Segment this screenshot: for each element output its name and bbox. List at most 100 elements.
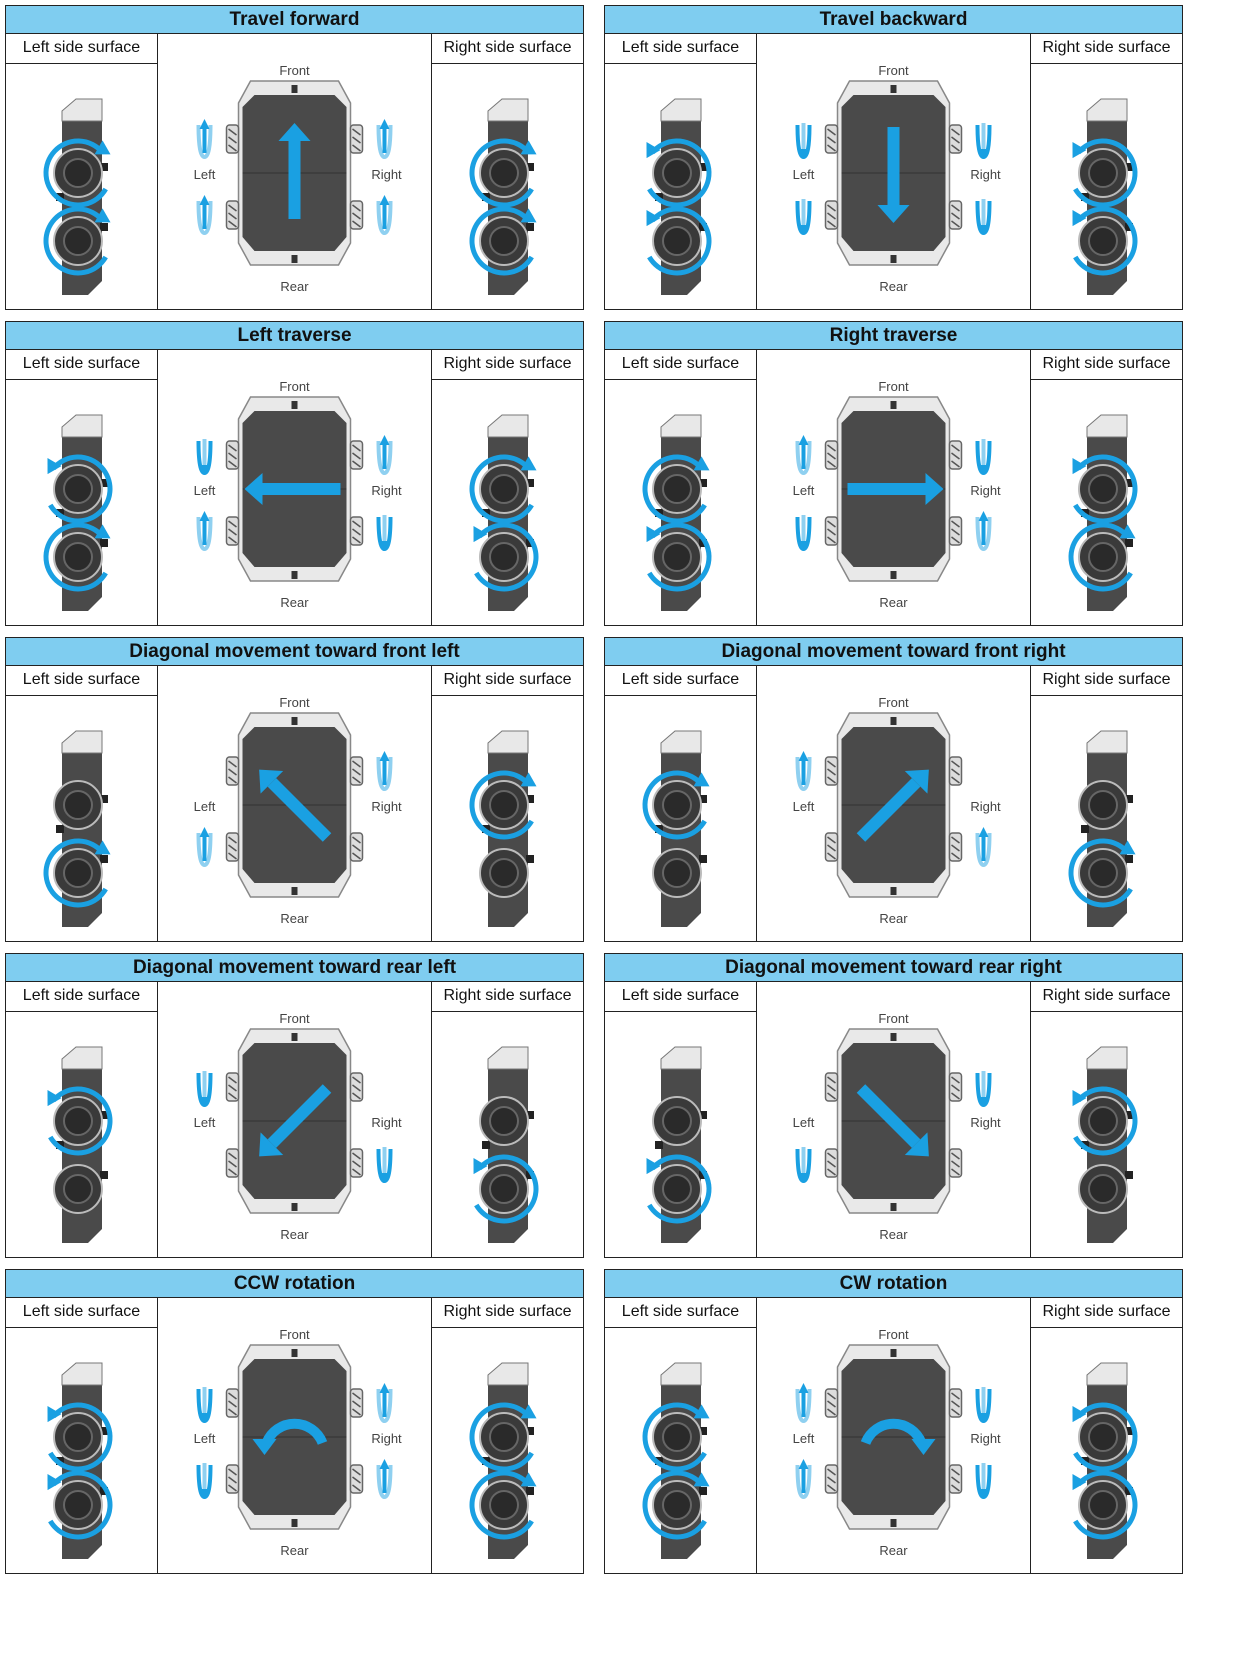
front-right-wheel-arrow-icon (379, 435, 391, 473)
left-label: Left (793, 1431, 815, 1446)
rear-label: Rear (879, 279, 908, 294)
left-label: Left (793, 483, 815, 498)
right-side-surface-header: Right side surface (432, 981, 583, 1012)
top-view-robot (798, 81, 990, 265)
left-label: Left (194, 799, 216, 814)
left-side-view (6, 1011, 158, 1257)
left-label: Left (194, 483, 216, 498)
left-side-robot (41, 1363, 110, 1559)
top-view-robot (199, 397, 391, 581)
top-view: FrontRearLeftRight (757, 33, 1030, 309)
front-left-wheel-arrow-icon (199, 1387, 211, 1423)
front-left-wheel-arrow-icon (798, 1383, 810, 1421)
top-view-robot (199, 1029, 391, 1213)
rear-right-wheel-arrow-icon (978, 199, 990, 235)
right-side-robot (1066, 1363, 1135, 1559)
right-side-view (1031, 379, 1183, 625)
motion-panel: Diagonal movement toward front leftLeft … (5, 637, 584, 942)
rear-right-wheel-arrow-icon (379, 1147, 391, 1183)
top-view: FrontRearLeftRight (158, 33, 431, 309)
right-label: Right (371, 799, 402, 814)
left-side-robot (41, 1047, 110, 1243)
rear-label: Rear (879, 1543, 908, 1558)
top-view: FrontRearLeftRight (757, 1297, 1030, 1573)
left-side-surface-header: Left side surface (605, 981, 756, 1012)
left-side-view (6, 379, 158, 625)
right-side-surface-header: Right side surface (1031, 665, 1182, 696)
front-left-wheel-arrow-icon (199, 439, 211, 475)
front-right-wheel-arrow-icon (978, 439, 990, 475)
front-label: Front (279, 1327, 310, 1342)
right-side-view (1031, 1327, 1183, 1573)
right-label: Right (371, 1431, 402, 1446)
front-right-wheel-arrow-icon (978, 1387, 990, 1423)
left-side-robot (640, 1047, 709, 1243)
front-left-wheel-arrow-icon (798, 123, 810, 159)
rear-right-wheel-arrow-icon (978, 1463, 990, 1499)
top-view-robot (199, 1345, 391, 1529)
right-side-view (432, 1327, 584, 1573)
left-side-robot (645, 731, 710, 927)
right-side-view (1031, 63, 1183, 309)
front-left-wheel-arrow-icon (798, 751, 810, 789)
left-side-robot (41, 415, 111, 611)
front-label: Front (878, 1011, 909, 1026)
front-left-wheel-arrow-icon (798, 435, 810, 473)
right-side-view (432, 63, 584, 309)
front-label: Front (878, 695, 909, 710)
rear-left-wheel-arrow-icon (199, 827, 211, 865)
right-side-view (1031, 1011, 1183, 1257)
top-view: FrontRearLeftRight (158, 1297, 431, 1573)
right-side-column: Right side surface (1030, 33, 1182, 309)
left-side-surface-header: Left side surface (605, 1297, 756, 1328)
right-label: Right (371, 1115, 402, 1130)
panel-title: Diagonal movement toward rear right (605, 954, 1182, 982)
motion-panel: CCW rotationLeft side surfaceRight side … (5, 1269, 584, 1574)
rear-label: Rear (280, 911, 309, 926)
panel-title: CCW rotation (6, 1270, 583, 1298)
front-right-wheel-arrow-icon (978, 1071, 990, 1107)
right-side-view (1031, 695, 1183, 941)
right-label: Right (970, 1431, 1001, 1446)
left-side-surface-header: Left side surface (605, 665, 756, 696)
front-label: Front (878, 63, 909, 78)
rear-left-wheel-arrow-icon (798, 515, 810, 551)
right-side-robot (472, 99, 537, 295)
right-side-column: Right side surface (1030, 1297, 1182, 1573)
panel-title: Travel forward (6, 6, 583, 34)
rear-label: Rear (280, 595, 309, 610)
left-side-column: Left side surface (605, 349, 757, 625)
left-label: Left (194, 1115, 216, 1130)
top-view: FrontRearLeftRight (757, 981, 1030, 1257)
left-side-surface-header: Left side surface (6, 33, 157, 64)
rear-right-wheel-arrow-icon (379, 1459, 391, 1497)
rear-label: Rear (280, 279, 309, 294)
left-side-column: Left side surface (6, 1297, 158, 1573)
right-side-surface-header: Right side surface (1031, 33, 1182, 64)
right-label: Right (371, 483, 402, 498)
top-view-robot (798, 397, 990, 581)
left-side-column: Left side surface (6, 665, 158, 941)
front-label: Front (279, 1011, 310, 1026)
left-side-column: Left side surface (605, 1297, 757, 1573)
rear-label: Rear (280, 1227, 309, 1242)
left-label: Left (194, 1431, 216, 1446)
front-label: Front (279, 695, 310, 710)
right-side-column: Right side surface (1030, 981, 1182, 1257)
left-side-view (605, 1327, 757, 1573)
left-side-column: Left side surface (6, 981, 158, 1257)
panel-title: Diagonal movement toward front left (6, 638, 583, 666)
left-label: Left (793, 167, 815, 182)
left-label: Left (793, 1115, 815, 1130)
right-side-robot (467, 1047, 536, 1243)
right-side-column: Right side surface (431, 33, 583, 309)
left-side-robot (46, 731, 111, 927)
left-side-surface-header: Left side surface (6, 981, 157, 1012)
right-side-robot (1071, 731, 1136, 927)
left-side-column: Left side surface (605, 665, 757, 941)
top-view-column: FrontRearLeftRight (757, 349, 1030, 625)
